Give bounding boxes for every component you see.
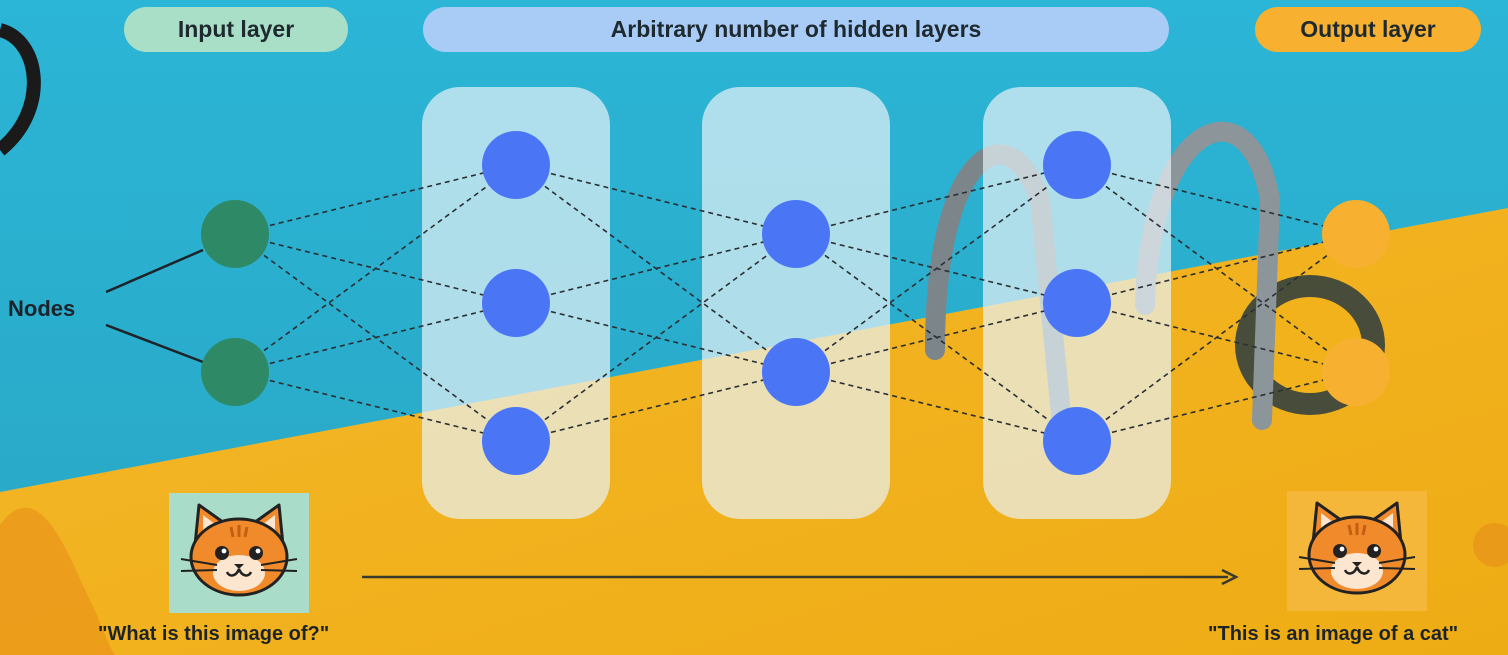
connection-edge [1076,302,1357,373]
connection-edge [795,164,1078,373]
input-layer-pill: Input layer [124,7,348,52]
connection-edge [1076,233,1357,442]
nodes-callout-line [105,323,204,364]
hidden-layer-panel [702,87,890,519]
connection-edge [515,233,797,304]
output-node [1322,200,1390,268]
connection-edge [795,371,1078,442]
connection-edge [515,233,797,442]
input-node [201,200,269,268]
connection-edge [795,302,1078,373]
output-node [1322,338,1390,406]
connection-edge [234,371,517,442]
hidden-node [762,338,830,406]
decorative-dot [1473,523,1508,567]
input-image-tile [169,493,309,613]
hidden-layers-pill: Arbitrary number of hidden layers [423,7,1169,52]
connection-edge [1076,371,1357,442]
connection-edge [1076,164,1357,235]
hidden-node [482,407,550,475]
nodes-callout-line [105,248,204,294]
nodes-label: Nodes [8,296,76,321]
hidden-node [1043,131,1111,199]
hidden-node [762,200,830,268]
arrow-head [1221,568,1239,586]
connection-edge [515,371,797,442]
input-node [201,338,269,406]
hidden-node [482,131,550,199]
decorative-left-swirl [0,507,115,655]
connection-edge [234,164,517,373]
hidden-node [1043,269,1111,337]
cat-face-icon [180,503,298,597]
output-image-tile [1287,491,1427,611]
connection-edge [1076,233,1357,304]
input-caption: "What is this image of?" [98,623,330,645]
connection-edge [234,164,517,235]
output-layer-pill: Output layer [1255,7,1481,52]
connection-edge [795,164,1078,235]
output-caption: "This is an image of a cat" [1208,623,1459,645]
connection-edge [234,302,517,373]
cat-face-icon [1298,501,1416,595]
connection-edge [1076,164,1357,373]
connection-edge [515,164,797,235]
hidden-node [1043,407,1111,475]
hidden-node [482,269,550,337]
